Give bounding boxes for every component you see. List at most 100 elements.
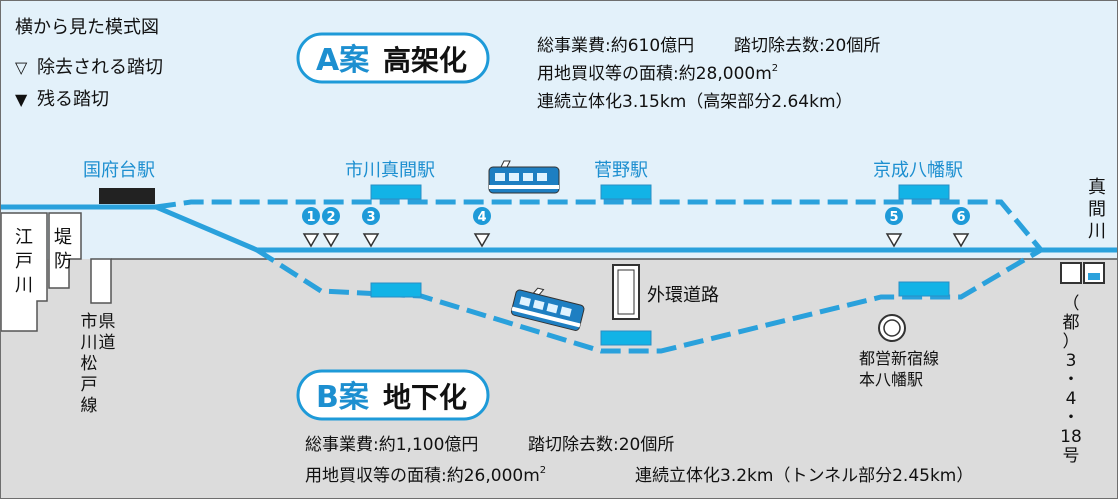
- edogawa-char: 江: [15, 227, 33, 248]
- crossing-number: 2: [326, 210, 335, 225]
- edogawa-char: 川: [15, 275, 33, 296]
- metro_road-char: 18: [1060, 427, 1082, 447]
- crossing-number-badge: [362, 207, 380, 225]
- toei-line-label: 都営新宿線: [859, 349, 939, 368]
- station-sugano: 菅野駅: [594, 160, 648, 181]
- plan-a-land: 用地買収等の面積:約28,000m2: [537, 63, 778, 84]
- plan-b-crossings: 踏切除去数:20個所: [528, 435, 674, 455]
- prefectural_road_col1-char: 戸: [81, 375, 98, 395]
- levee-block: [48, 212, 82, 289]
- mama_river-char: 間: [1088, 199, 1106, 220]
- plan-a-crossings: 踏切除去数:20個所: [734, 36, 880, 56]
- legend-removed-label: 除去される踏切: [37, 57, 163, 78]
- toei-station-circle: [878, 314, 906, 342]
- gaikan-label: 外環道路: [647, 285, 719, 306]
- metro-road-box-2-fill: [1088, 273, 1100, 280]
- station-kounodai: 国府台駅: [83, 160, 155, 181]
- plan-a-length: 連続立体化3.15km（高架部分2.64km）: [537, 92, 853, 112]
- plan-a-badge: [296, 32, 490, 84]
- removed-crossing-triangle-icon: [952, 233, 970, 248]
- metro_road-char: 4: [1066, 389, 1077, 409]
- train-tunnel-icon: [510, 287, 585, 331]
- plan-a-label: A案: [316, 43, 370, 78]
- levee-char: 防: [54, 251, 72, 272]
- crossing-number: 5: [889, 210, 898, 225]
- legend-removed-mark: ▽: [15, 58, 28, 77]
- gaikan-road-inner: [617, 269, 635, 315]
- sky-background: [1, 1, 1117, 259]
- crossing-number-badge: [322, 207, 340, 225]
- plan-b-land: 用地買収等の面積:約26,000m2: [305, 465, 546, 486]
- metro_road-char: 号: [1063, 446, 1080, 466]
- metro_road-char: ）: [1063, 332, 1080, 352]
- levee-char: 堤: [54, 227, 72, 248]
- crossing-number-badge: [885, 207, 903, 225]
- sugano-platform-a: [600, 184, 652, 200]
- crossing-4: 4: [473, 207, 491, 248]
- removed-crossing-triangle-icon: [362, 233, 380, 248]
- crossing-number: 4: [477, 210, 486, 225]
- crossing-5: 5: [885, 207, 903, 248]
- mama_river-char: 川: [1088, 221, 1106, 242]
- legend-remaining-label: 残る踏切: [37, 89, 109, 110]
- plan-b-land-text: 用地買収等の面積:約26,000m: [305, 466, 540, 486]
- toei-station-label: 本八幡駅: [859, 370, 923, 389]
- metro-road-box-1: [1060, 262, 1082, 284]
- sugano-platform-b: [600, 330, 652, 346]
- plan-b-land-sup: 2: [540, 465, 546, 476]
- crossing-number-badge: [473, 207, 491, 225]
- metro_road-char: ・: [1063, 408, 1080, 428]
- prefectural_road_col1-char: 川: [81, 333, 98, 353]
- metro_road-char: 3: [1066, 351, 1077, 371]
- plan-a-elevated-track: [155, 199, 1043, 252]
- metro_road-char: （: [1063, 294, 1080, 314]
- metro_road-char: 都: [1063, 313, 1080, 333]
- kounodai-platform: [99, 188, 155, 204]
- prefectural_road_col1-char: 線: [81, 396, 98, 416]
- station-keisei-yawata: 京成八幡駅: [873, 160, 963, 181]
- crossing-6: 6: [952, 207, 970, 248]
- crossing-number: 6: [956, 210, 965, 225]
- removed-crossing-triangle-icon: [473, 233, 491, 248]
- prefectural-road-cut: [90, 258, 112, 304]
- plan-b-label: B案: [316, 380, 370, 415]
- toei-station-inner: [883, 319, 901, 337]
- keisei-yawata-platform-a: [898, 184, 950, 200]
- gaikan-road-box: [612, 264, 640, 320]
- removed-crossing-triangle-icon: [885, 233, 903, 248]
- keisei-yawata-platform-b: [898, 281, 950, 297]
- crossing-number: 3: [366, 210, 375, 225]
- crossing-number: 1: [306, 210, 315, 225]
- crossing-number-badge: [302, 207, 320, 225]
- legend-remaining-mark: ▼: [15, 90, 28, 109]
- plan-a-name: 高架化: [383, 44, 467, 77]
- crossing-2: 2: [322, 207, 340, 248]
- prefectural_road_col1-char: 松: [81, 354, 98, 374]
- plan-b-cost: 総事業費:約1,100億円: [305, 435, 478, 455]
- plan-b-badge: [296, 369, 490, 421]
- station-ichikawa-mama: 市川真間駅: [345, 160, 435, 181]
- diagram-title: 横から見た模式図: [15, 17, 159, 38]
- ground-area: [1, 259, 1117, 498]
- metro_road-char: ・: [1063, 370, 1080, 390]
- removed-crossing-triangle-icon: [322, 233, 340, 248]
- edogawa-river-bank: [1, 212, 48, 332]
- plan-a-land-sup: 2: [772, 63, 778, 74]
- mama_river-char: 真: [1088, 177, 1106, 198]
- ichikawa-mama-platform-a: [370, 184, 422, 200]
- crossing-1: 1: [302, 207, 320, 248]
- plan-b-tunnel-track: [255, 247, 1043, 354]
- crossing-number-badge: [952, 207, 970, 225]
- plan-a-land-text: 用地買収等の面積:約28,000m: [537, 64, 772, 84]
- plan-b-length: 連続立体化3.2km（トンネル部分2.45km）: [635, 466, 973, 486]
- edogawa-char: 戸: [15, 251, 33, 272]
- prefectural_road_col1-char: 市: [81, 312, 98, 332]
- plan-b-name: 地下化: [383, 381, 467, 414]
- removed-crossing-triangle-icon: [302, 233, 320, 248]
- ichikawa-mama-platform-b: [370, 282, 422, 298]
- plan-a-cost: 総事業費:約610億円: [537, 36, 694, 56]
- prefectural_road_col2-char: 県: [99, 312, 116, 332]
- crossing-3: 3: [362, 207, 380, 248]
